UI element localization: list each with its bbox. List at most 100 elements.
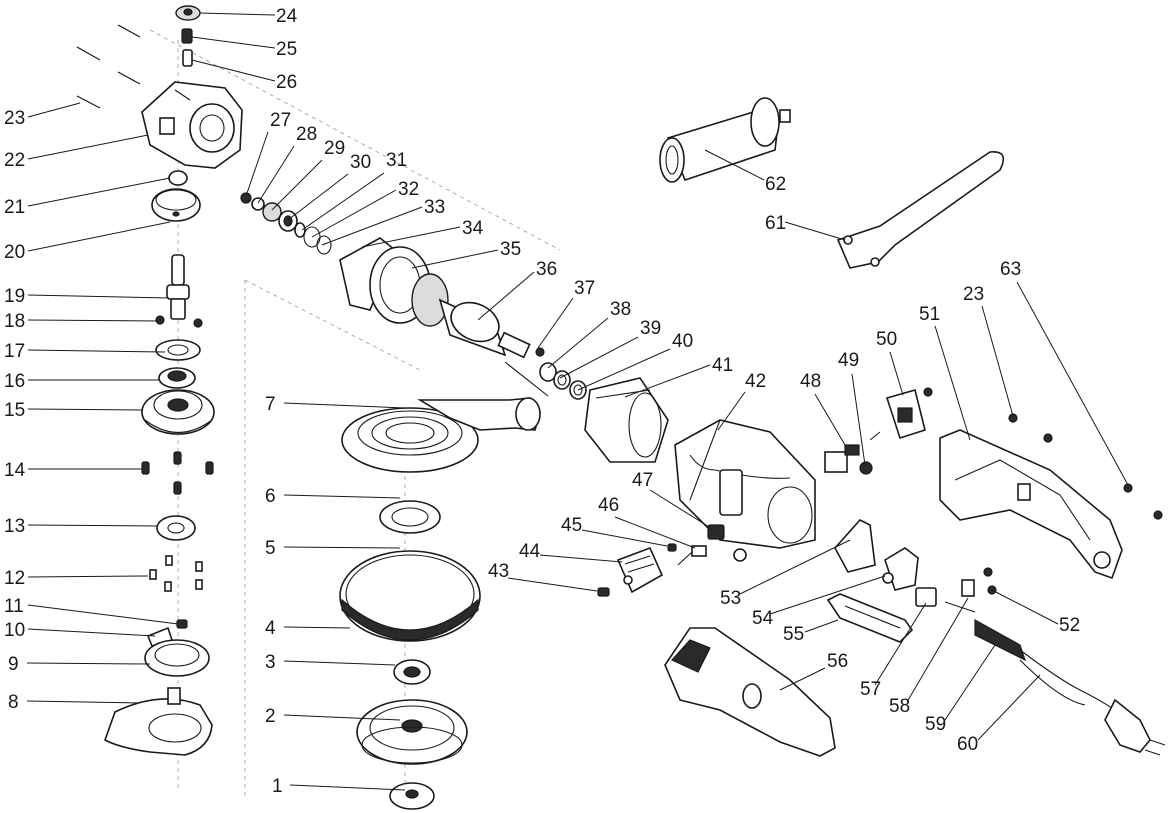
callout-7: 7 [265, 394, 276, 415]
bushing-39 [553, 370, 571, 390]
leader-line-39 [559, 336, 639, 379]
callout-20: 20 [4, 242, 25, 263]
callout-1: 1 [272, 776, 283, 797]
outer-flange-nut-1 [389, 782, 435, 810]
callout-11: 11 [4, 596, 24, 617]
callout-58: 58 [889, 696, 910, 717]
leader-line-5 [283, 546, 401, 549]
callout-8: 8 [8, 692, 19, 713]
cable-clamp-57 [915, 587, 937, 607]
bevel-pinion-29 [262, 202, 282, 222]
terminal-block-48 [824, 444, 860, 473]
callout-44: 44 [519, 541, 541, 562]
leader-line-32 [311, 189, 397, 238]
switch-actuator-53 [834, 519, 876, 573]
callout-62: 62 [765, 174, 786, 195]
motor-housing-42 [674, 419, 816, 549]
callout-12: 12 [4, 568, 25, 589]
paddle-switch-54 [882, 547, 919, 591]
o-ring-31 [294, 222, 306, 238]
spring-25 [181, 28, 193, 44]
screw-43 [597, 587, 610, 597]
leader-line-43 [507, 577, 598, 592]
leader-line-18 [27, 319, 159, 322]
leader-line-37 [537, 297, 574, 349]
callout-34: 34 [462, 218, 484, 239]
callout-leaders [26, 12, 1129, 791]
speed-control-50 [885, 387, 933, 440]
leader-line-11 [27, 604, 179, 625]
leader-line-12 [27, 575, 149, 578]
leader-line-38 [547, 317, 609, 369]
callout-60: 60 [957, 734, 978, 755]
leader-line-29 [271, 159, 323, 211]
callout-37: 37 [574, 278, 595, 299]
callout-33: 33 [424, 197, 445, 218]
inner-nut-3 [393, 659, 431, 685]
leader-line-46 [614, 516, 696, 549]
retaining-plate-17 [155, 339, 201, 361]
leader-line-57 [874, 602, 927, 686]
leader-line-36 [477, 271, 535, 321]
callout-4: 4 [265, 618, 276, 639]
side-handle-62 [659, 97, 791, 183]
leader-line-60 [977, 674, 1041, 741]
leader-line-30 [287, 173, 349, 221]
callout-56: 56 [827, 651, 848, 672]
callout-9: 9 [8, 654, 19, 675]
leader-line-4 [283, 626, 351, 629]
callout-2: 2 [265, 706, 276, 727]
bearing-38 [539, 362, 557, 382]
callout-16: 16 [4, 371, 25, 392]
leader-line-7 [283, 402, 406, 409]
leader-line-2 [283, 714, 401, 721]
screws-23-rear [1008, 413, 1163, 520]
leader-line-62 [704, 149, 765, 181]
callout-59: 59 [925, 714, 946, 735]
callout-30: 30 [350, 152, 371, 173]
leader-line-3 [283, 660, 396, 666]
leader-line-56 [779, 667, 826, 691]
leader-line-31 [301, 172, 385, 231]
callout-28: 28 [296, 124, 317, 145]
callout-17: 17 [4, 341, 25, 362]
bearing-37 [535, 347, 545, 357]
nut-27 [240, 192, 252, 204]
callout-15: 15 [4, 400, 25, 421]
callout-40: 40 [672, 331, 693, 352]
switch-47 [707, 524, 747, 562]
screws-18 [155, 315, 203, 328]
callout-23: 23 [4, 108, 25, 129]
callout-54: 54 [752, 608, 774, 629]
callout-39: 39 [640, 318, 661, 339]
callout-36: 36 [536, 259, 557, 280]
spindle-19 [166, 254, 190, 320]
callout-35: 35 [500, 239, 521, 260]
leader-line-54 [769, 575, 886, 615]
leader-line-23 [27, 102, 81, 118]
dust-shroud-7 [341, 397, 541, 473]
callout-19: 19 [4, 286, 25, 307]
leader-line-63 [1016, 281, 1129, 486]
callout-25: 25 [276, 39, 297, 60]
washer-28 [251, 197, 265, 211]
screws-14 [141, 451, 214, 495]
leader-line-23 [981, 305, 1014, 417]
screw-45 [667, 543, 677, 552]
leader-line-24 [199, 12, 276, 16]
leader-line-55 [804, 619, 839, 633]
leader-line-1 [289, 784, 406, 791]
callout-46: 46 [598, 495, 619, 516]
leader-line-6 [283, 494, 401, 499]
callout-43: 43 [488, 561, 509, 582]
brush-holder-49 [859, 431, 881, 475]
leader-line-49 [851, 373, 866, 466]
leader-line-50 [889, 351, 904, 396]
callout-27: 27 [270, 110, 291, 131]
leader-line-51 [934, 325, 971, 441]
callout-14: 14 [4, 460, 26, 481]
washer-13 [156, 515, 196, 541]
armature-36 [438, 298, 549, 397]
leader-line-34 [361, 226, 461, 248]
